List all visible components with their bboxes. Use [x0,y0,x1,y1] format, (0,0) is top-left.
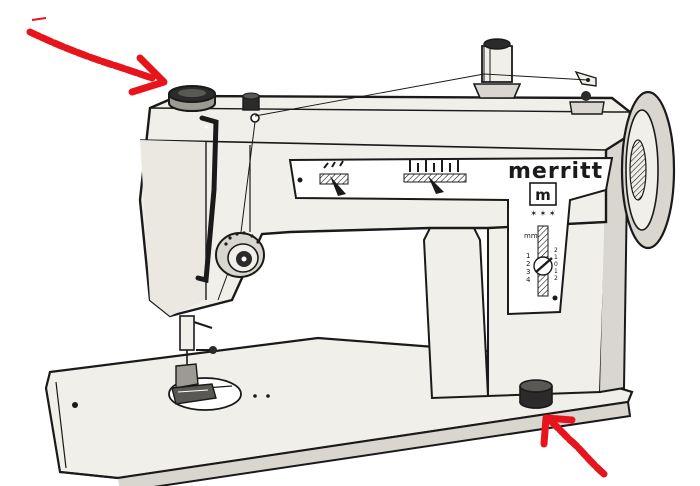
brand-name: merritt [508,159,603,184]
control-panel: merritt m ✶ ✶ ✶ mm 1 2 3 4 2 1 0 1 2 [288,156,614,316]
hand-wheel [620,90,676,250]
bobbin-winder[interactable] [569,70,605,115]
presser-foot [171,363,217,405]
brand-badge-stars: ✶ ✶ ✶ [530,209,555,218]
machine-arm [138,94,632,318]
bed-screw [72,402,78,408]
scale-left-tick: 3 [526,268,530,276]
stitch-length-scale: mm 1 2 3 4 2 1 0 1 2 [524,225,558,297]
base-knob-arrow [540,414,608,478]
scale-unit: mm [524,232,538,240]
needle-area [171,115,265,405]
top-controls [168,38,605,123]
scale-left-tick: 1 [526,252,530,260]
presser-screw [209,346,217,354]
scale-left-tick: 2 [526,260,530,268]
thread [254,73,589,117]
selector-lever[interactable] [330,176,346,196]
brand-badge [529,182,557,206]
scale-right-tick: 1 [554,254,558,261]
brand-badge-letter: m [535,186,551,204]
scale-left-tick: 4 [526,276,531,284]
needle-bar [179,315,195,351]
spool-pin [472,38,522,99]
stitch-length-lever[interactable] [535,257,553,273]
take-up-lever [195,115,219,284]
top-knob-arrow [26,17,168,96]
tension-dial[interactable] [215,231,265,278]
needle-position-selector[interactable] [319,160,349,196]
scale-right-tick: 0 [554,261,558,268]
width-lever[interactable] [428,176,444,194]
base-knob[interactable] [519,379,553,409]
scale-right-tick: 2 [554,275,558,282]
scale-right-tick: 2 [554,247,558,254]
scale-right-tick: 1 [554,268,558,275]
stitch-width-selector[interactable] [403,160,467,194]
top-knob[interactable] [168,85,216,112]
